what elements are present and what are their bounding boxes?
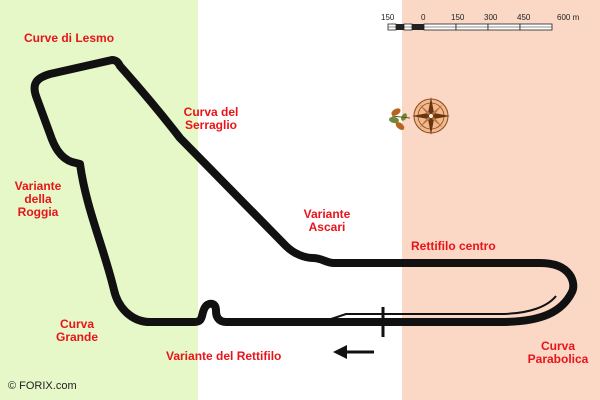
label-line: della: [24, 192, 52, 206]
scale-tick-label: 150: [451, 13, 465, 22]
scale-tick-label: 300: [484, 13, 498, 22]
label-line: Ascari: [308, 220, 346, 234]
label-line: Variante: [303, 207, 351, 221]
pit-lane: [321, 295, 557, 323]
label-variante-del-rettifilo: Variante del Rettifilo: [166, 350, 281, 363]
label-curva-parabolica: Curva Parabolica: [522, 340, 594, 366]
label-curva-grande: Curva Grande: [42, 318, 112, 344]
label-line: Variante del Rettifilo: [166, 349, 282, 363]
label-curve-di-lesmo: Curve di Lesmo: [24, 32, 114, 45]
label-line: Parabolica: [527, 352, 589, 366]
label-variante-ascari: Variante Ascari: [292, 208, 362, 234]
direction-arrow-icon: [333, 345, 374, 359]
label-line: Grande: [55, 330, 98, 344]
scale-bar: [387, 23, 553, 31]
scale-tick-label: 150: [381, 13, 395, 22]
label-rettifilo-centro: Rettifilo centro: [411, 240, 496, 253]
label-variante-della-roggia: Variante della Roggia: [2, 180, 74, 219]
label-line: Serraglio: [184, 118, 238, 132]
italian-flag-white-band: [198, 0, 402, 400]
label-line: Curve di Lesmo: [24, 31, 115, 45]
label-line: Curva del: [183, 105, 239, 119]
compass-ornament-icon: [389, 108, 411, 130]
scale-tick-label: 0: [421, 13, 426, 22]
label-line: Curva: [540, 339, 575, 353]
label-line: Curva: [59, 317, 94, 331]
copyright-notice: © FORIX.com: [8, 380, 77, 392]
label-line: Roggia: [17, 205, 59, 219]
scale-tick-label: 600 m: [557, 13, 580, 22]
compass-rose-icon: [412, 97, 450, 135]
label-line: Variante: [14, 179, 62, 193]
italian-flag-red-band: [402, 0, 600, 400]
label-curva-del-serraglio: Curva del Serraglio: [176, 106, 246, 132]
track-outline: [30, 56, 578, 326]
scale-tick-label: 450: [517, 13, 531, 22]
label-line: Rettifilo centro: [411, 239, 496, 253]
